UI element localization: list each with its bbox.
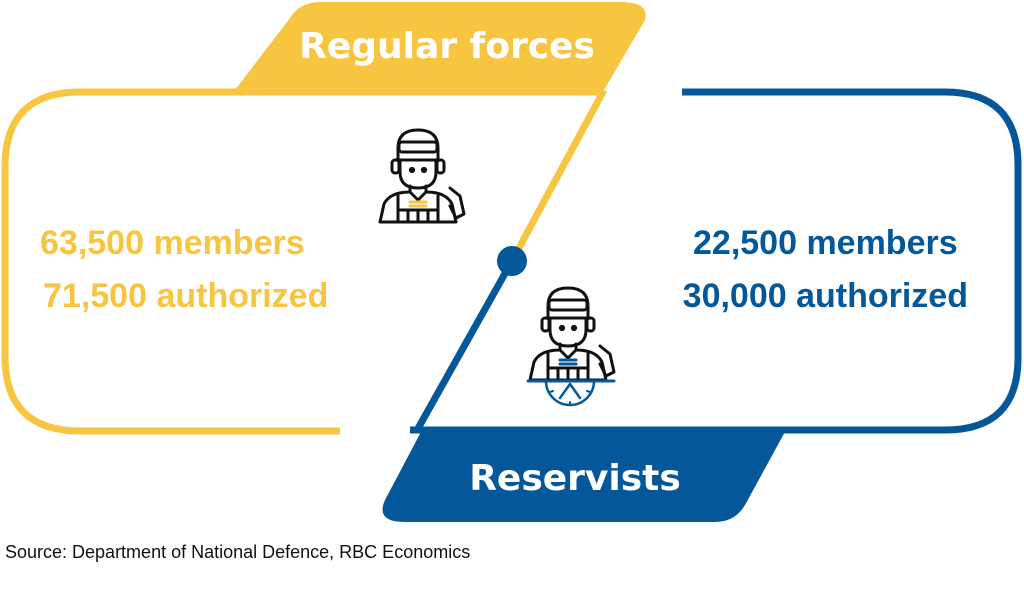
reservists-stats: 22,500 members 30,000 authorized xyxy=(683,217,968,323)
reservists-authorized: 30,000 authorized xyxy=(682,277,968,315)
regular-forces-stats: 63,500 members 71,500 authorized xyxy=(40,217,328,323)
reservists-divider xyxy=(412,259,516,434)
regular-forces-members: 63,500 members xyxy=(40,224,305,262)
reservists-members: 22,500 members xyxy=(693,224,958,262)
regular-forces-title: Regular forces xyxy=(299,26,595,67)
regular-forces-authorized: 71,500 authorized xyxy=(43,277,329,315)
soldier-icon xyxy=(378,128,466,224)
reservists-box xyxy=(410,88,1022,434)
reservists-title: Reservists xyxy=(469,458,681,499)
regular-forces-tab xyxy=(235,2,646,90)
center-dot xyxy=(497,246,527,276)
source-note: Source: Department of National Defence, … xyxy=(5,542,471,562)
reservists-tab xyxy=(382,430,786,522)
soldier-with-clock-icon xyxy=(526,286,616,407)
regular-forces-divider xyxy=(508,88,608,263)
regular-forces-box xyxy=(1,88,604,435)
